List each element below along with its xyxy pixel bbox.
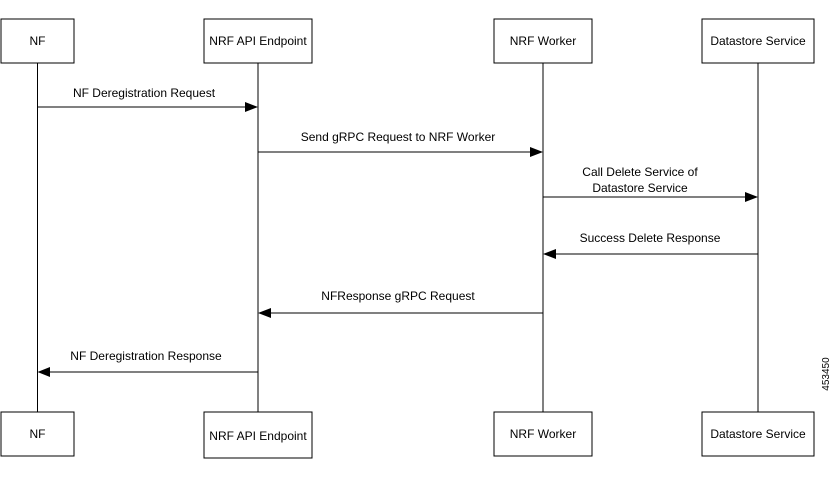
participant-label: Datastore Service xyxy=(710,427,806,441)
participant-nf-bottom: NF xyxy=(0,411,75,457)
figure-id: 453450 xyxy=(821,357,832,391)
participant-label: NF xyxy=(30,427,46,441)
participant-ds-top: Datastore Service xyxy=(701,18,815,64)
participant-label: NF xyxy=(30,34,46,48)
message-label: NFResponse gRPC Request xyxy=(321,289,475,303)
arrowhead-right xyxy=(745,192,758,202)
message-nf-deregistration-request: NF Deregistration Request xyxy=(37,86,258,112)
participant-label: NRF Worker xyxy=(510,34,576,48)
arrowhead-left xyxy=(258,308,271,318)
message-label: NF Deregistration Response xyxy=(70,349,222,363)
message-label: NF Deregistration Request xyxy=(73,86,216,100)
participant-label: NRF Worker xyxy=(510,427,576,441)
participant-worker-top: NRF Worker xyxy=(493,18,593,64)
participant-api-bottom: NRF API Endpoint xyxy=(203,411,313,459)
message-label: Send gRPC Request to NRF Worker xyxy=(301,130,496,144)
message-call-delete-service: Call Delete Service of Datastore Service xyxy=(543,165,758,202)
participant-label: NRF API Endpoint xyxy=(209,34,307,48)
arrowhead-left xyxy=(37,367,50,377)
participant-nf-top: NF xyxy=(0,18,75,64)
participant-ds-bottom: Datastore Service xyxy=(701,411,815,457)
participant-label: Datastore Service xyxy=(710,34,806,48)
arrowhead-right xyxy=(245,102,258,112)
participant-worker-bottom: NRF Worker xyxy=(493,411,593,457)
arrowhead-left xyxy=(543,249,556,259)
message-label: Success Delete Response xyxy=(580,231,721,245)
arrowhead-right xyxy=(530,147,543,157)
participant-label: NRF API Endpoint xyxy=(209,429,307,443)
message-label-line2: Datastore Service xyxy=(592,181,688,195)
message-label-line1: Call Delete Service of xyxy=(582,165,698,179)
message-success-delete-response: Success Delete Response xyxy=(543,231,758,259)
message-send-grpc-request: Send gRPC Request to NRF Worker xyxy=(258,130,543,157)
message-nf-deregistration-response: NF Deregistration Response xyxy=(37,349,258,377)
participant-api-top: NRF API Endpoint xyxy=(203,18,313,64)
message-nfresponse-grpc-request: NFResponse gRPC Request xyxy=(258,289,543,318)
